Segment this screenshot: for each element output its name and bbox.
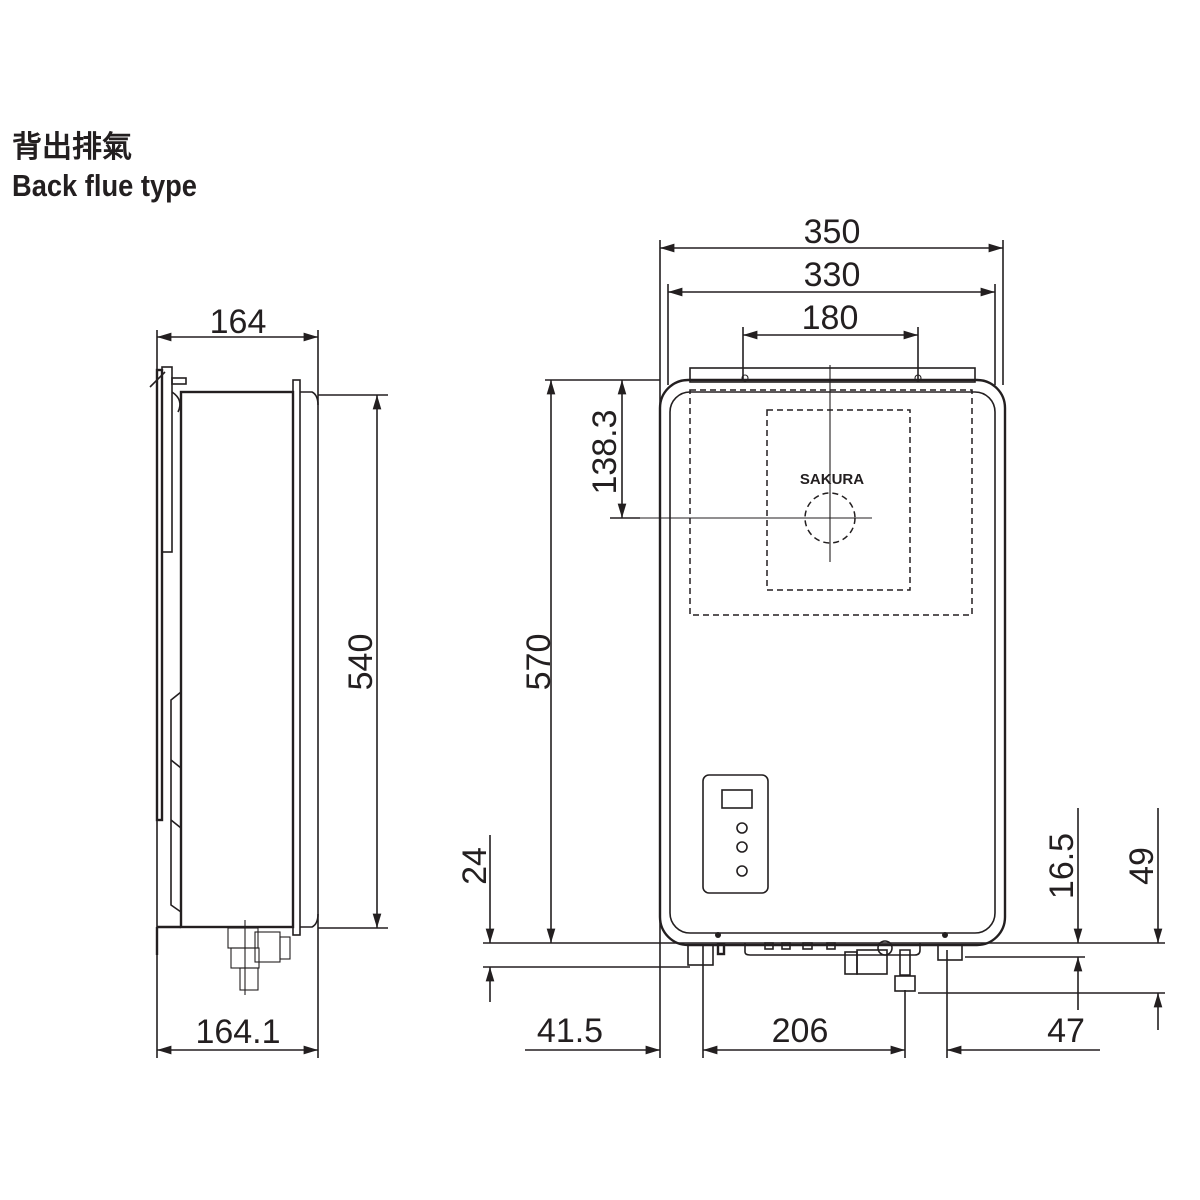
top-bracket	[689, 367, 976, 383]
control-button	[736, 822, 748, 834]
front-view: 350 330 180 SAKURA 138.3 57	[456, 213, 1165, 1058]
control-button	[736, 865, 748, 877]
dim-height-overall: 570	[520, 634, 558, 691]
dim-width-body: 330	[804, 256, 861, 294]
front-body	[658, 378, 1007, 947]
dim-side-height: 540	[342, 634, 380, 691]
dim-flue-offset: 138.3	[586, 409, 624, 494]
control-button	[736, 841, 748, 853]
dim-right-offset: 47	[1047, 1012, 1085, 1050]
dim-bracket-span: 180	[802, 299, 859, 337]
dim-width-overall: 350	[804, 213, 861, 251]
bottom-fittings	[687, 932, 963, 992]
side-view: 164 540 164.1	[149, 303, 388, 1058]
dim-left-offset: 41.5	[537, 1012, 603, 1050]
title-english: Back flue type	[12, 168, 197, 203]
water-inlet-fitting	[687, 944, 714, 966]
dim-fitting-span: 206	[772, 1012, 829, 1050]
control-panel	[702, 774, 769, 894]
gas-inlet-fitting	[894, 975, 916, 992]
wall-bracket	[155, 368, 164, 822]
side-body	[179, 390, 295, 929]
display-screen	[721, 789, 753, 809]
dim-side-depth-bottom: 164.1	[195, 1013, 280, 1051]
dim-left-fitting-drop: 24	[456, 847, 494, 885]
dim-gas-drop: 49	[1123, 847, 1161, 885]
flue-area-outline	[689, 389, 973, 616]
side-fittings	[227, 920, 291, 995]
dim-side-depth-top: 164	[210, 303, 267, 341]
hot-water-outlet-fitting	[937, 944, 963, 961]
front-plate	[292, 379, 301, 936]
sakura-logo: SAKURA	[800, 471, 864, 488]
title-chinese: 背出排氣	[12, 130, 132, 165]
dim-right-fitting-drop: 16.5	[1043, 833, 1081, 899]
